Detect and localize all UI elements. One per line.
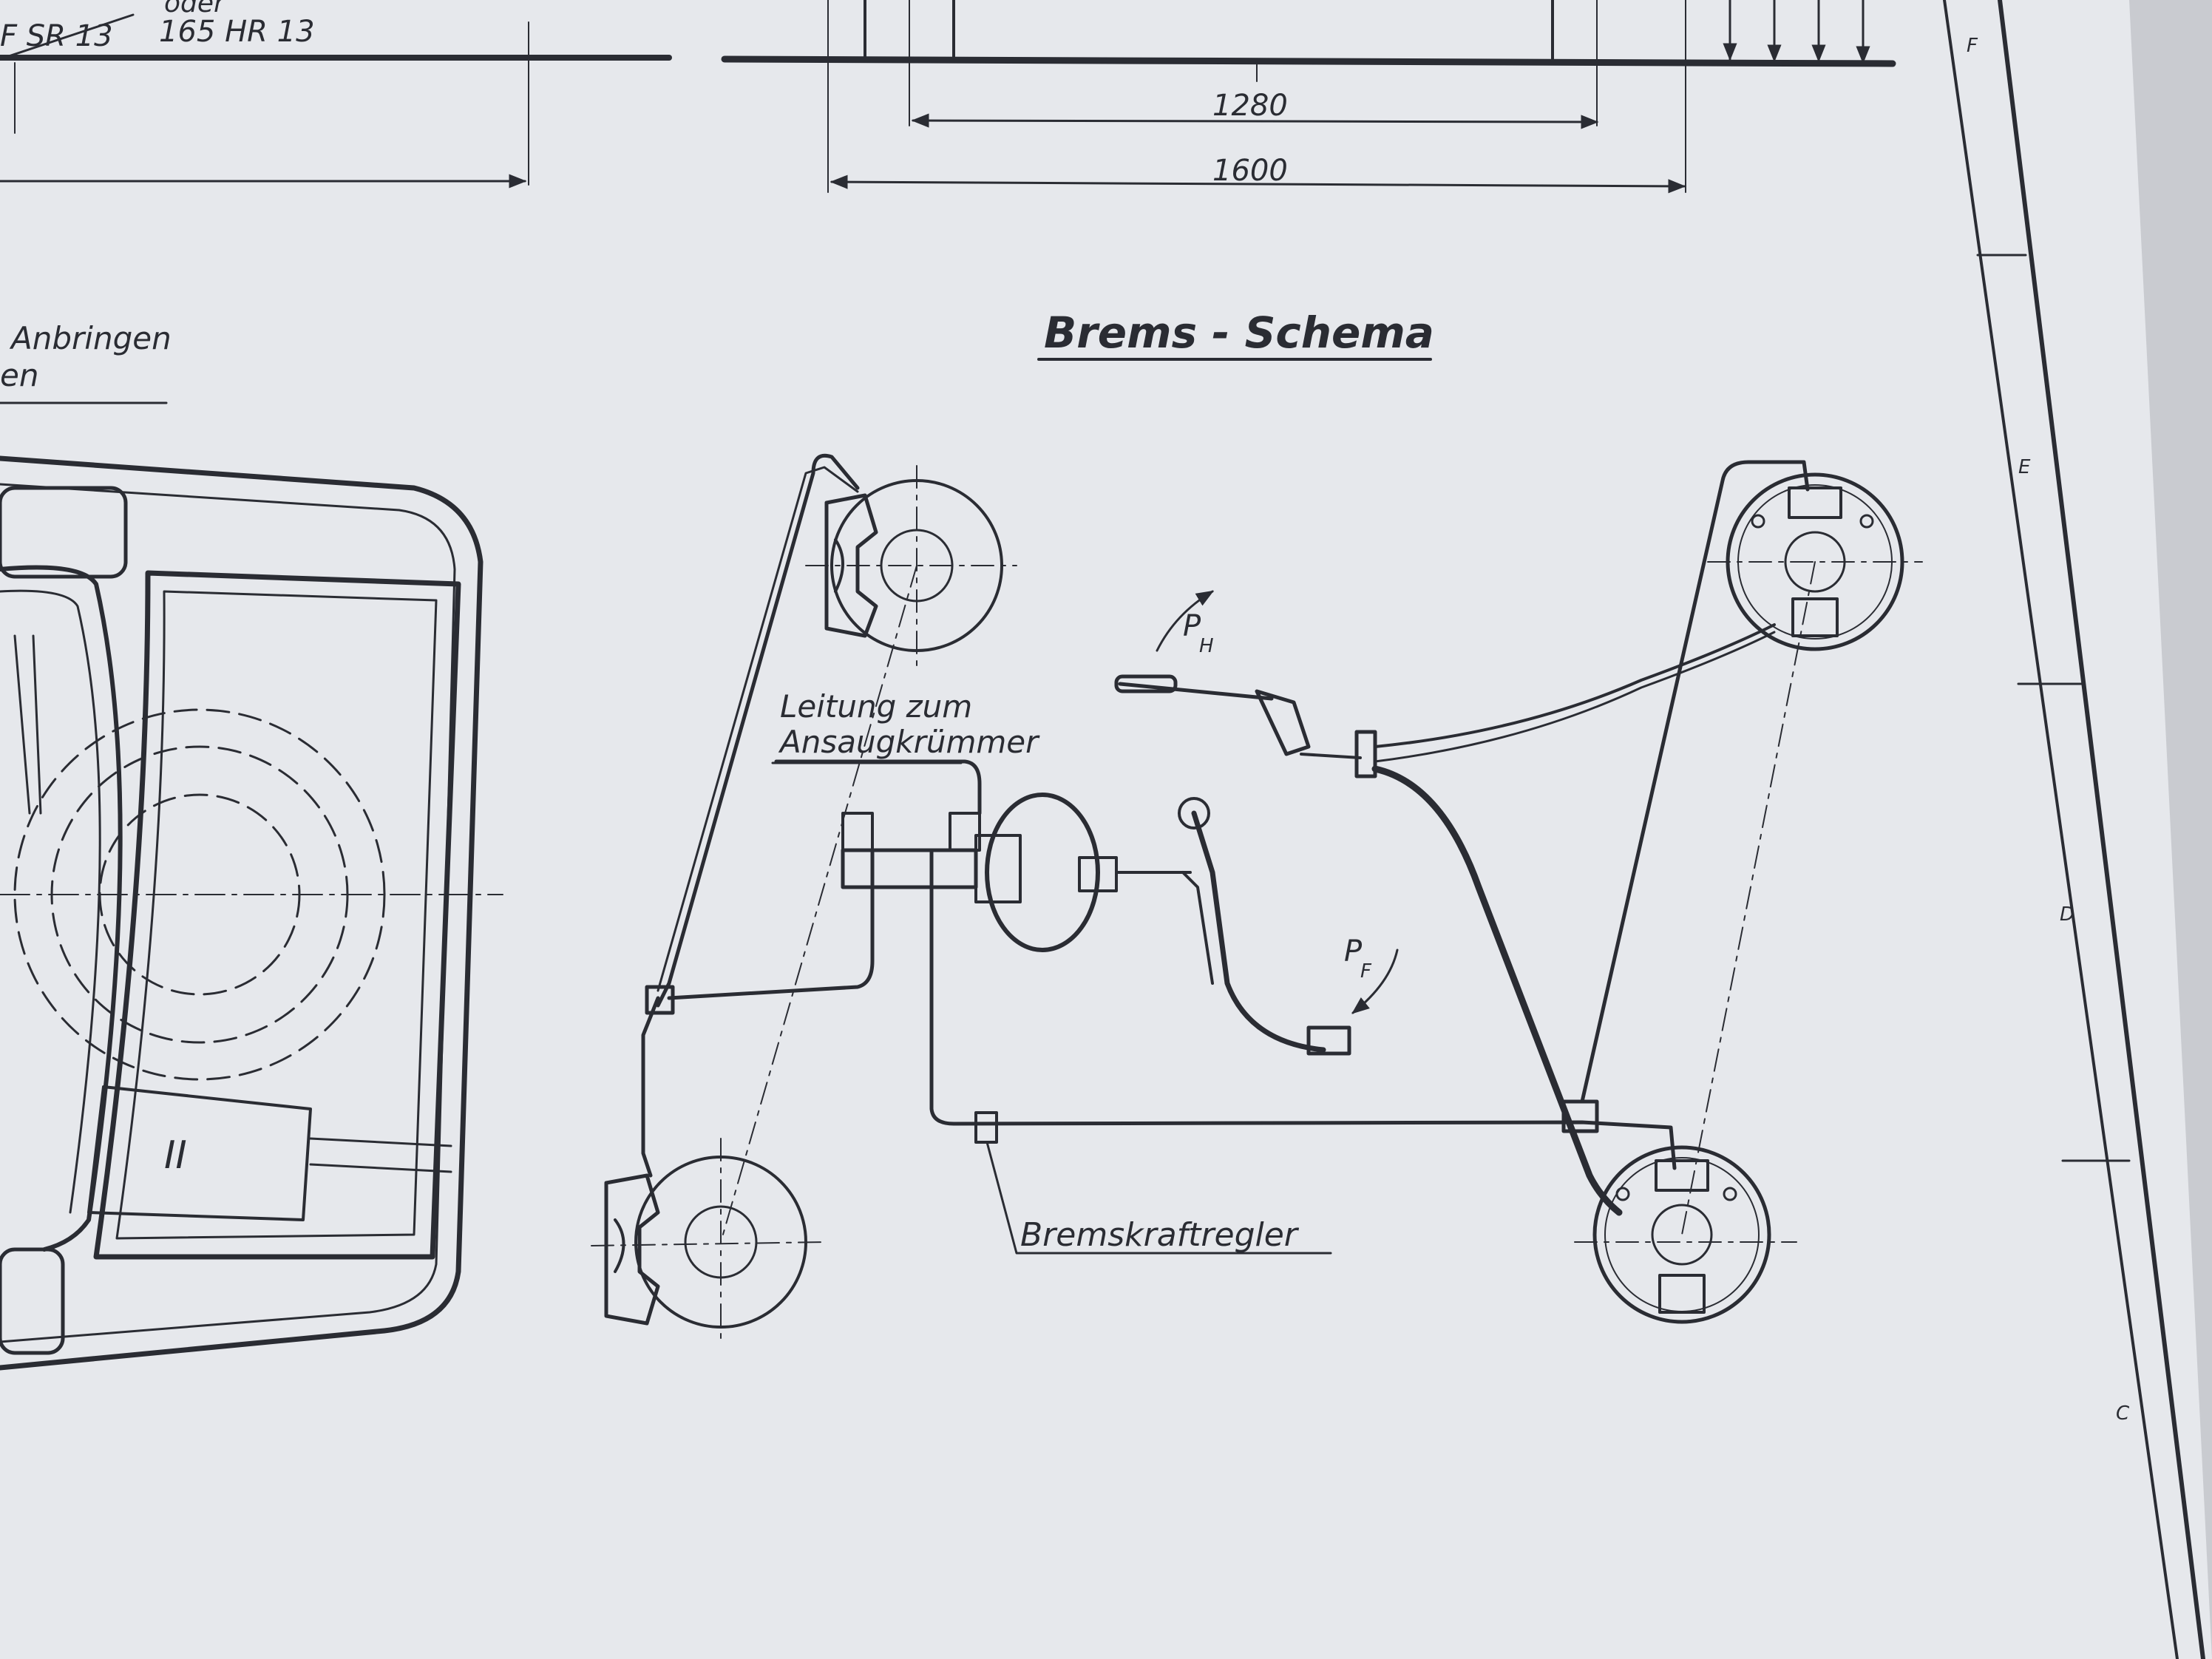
pedal-force-label: P [1344, 934, 1363, 968]
drawing-frame-border [1943, 0, 2205, 1659]
tire-size-hr13: 165 HR 13 [159, 15, 315, 49]
handbrake-lever [1114, 674, 1377, 778]
frame-marker-c: C [2116, 1402, 2130, 1425]
car-body-plan-fragment [0, 401, 503, 1371]
frame-marker-d: D [2060, 903, 2074, 926]
text-layer: oder F SR 13 165 HR 13 1280 1600 Anbring… [0, 0, 2130, 1425]
left-note-line1: Anbringen [9, 320, 172, 356]
pedal-force-arrow [1351, 949, 1399, 1014]
left-note-line2: en [0, 357, 38, 393]
front-disc-brake-upper [805, 465, 1017, 670]
brake-lines [641, 453, 1810, 1216]
rear-drum-brake-lower [1574, 1145, 1797, 1324]
frame-marker-e: E [2018, 456, 2031, 478]
rear-drum-brake-upper [1707, 472, 1923, 651]
dimension-1600: 1600 [1212, 154, 1288, 188]
circuit-two-label: II [164, 1133, 187, 1178]
handbrake-force-arrow [1156, 590, 1215, 652]
regulator-label-leader [985, 1141, 1332, 1255]
pedal-force-subscript: F [1360, 960, 1372, 983]
frame-marker-f: F [1967, 35, 1978, 57]
handbrake-force-label: P [1183, 609, 1201, 643]
diagram-title: Brems - Schema [1044, 308, 1434, 358]
master-cylinder-assembly [841, 793, 1351, 1056]
dimension-1280: 1280 [1212, 89, 1288, 123]
top-elevation-fragment [0, 0, 1896, 194]
vacuum-line-label-2: Ansaugkrümmer [778, 724, 1040, 760]
brake-regulator-label: Bremskraftregler [1020, 1216, 1300, 1254]
tire-size-sr13: F SR 13 [0, 19, 113, 53]
handbrake-force-subscript: H [1199, 635, 1214, 657]
tire-option-oder: oder [164, 0, 226, 18]
vacuum-line-label-1: Leitung zum [780, 688, 972, 725]
front-disc-brake-lower [591, 1138, 825, 1346]
